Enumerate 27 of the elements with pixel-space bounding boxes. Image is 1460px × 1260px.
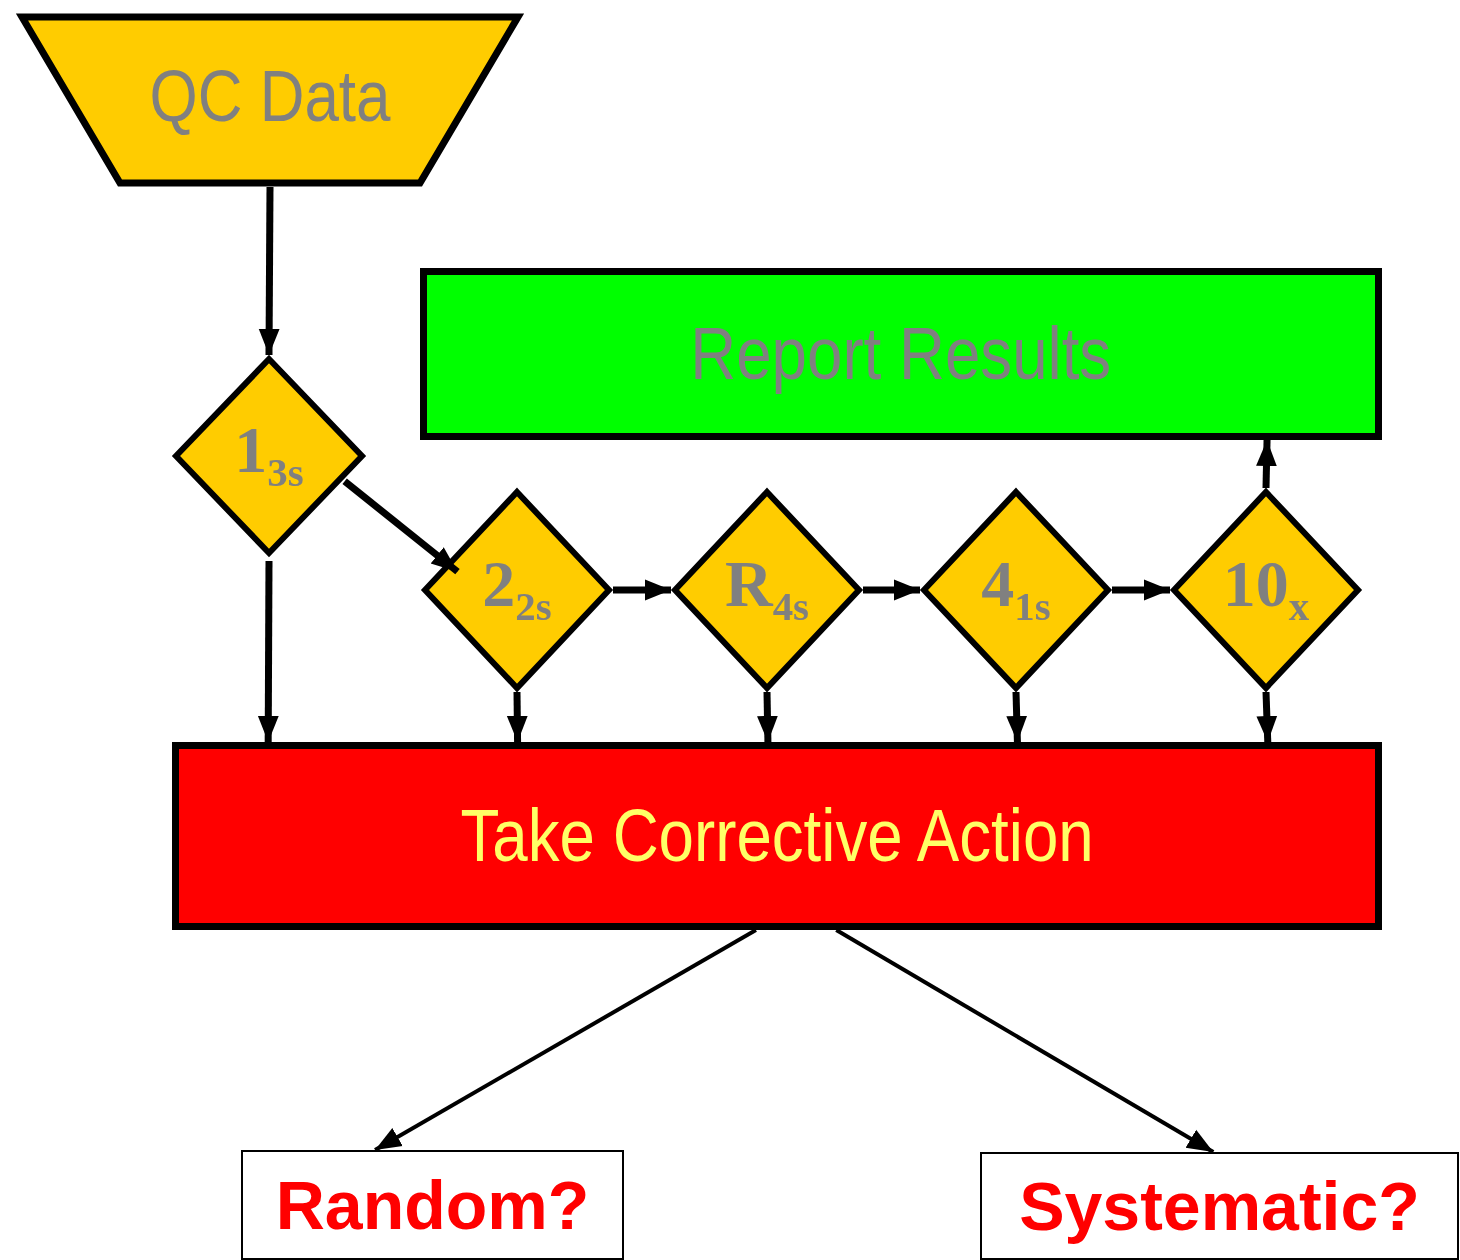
rule-label: R$_{4s}$ bbox=[724, 551, 809, 629]
decision-diamond bbox=[671, 488, 863, 692]
arrow bbox=[506, 691, 528, 743]
arrow bbox=[1256, 691, 1278, 743]
arrow bbox=[1006, 691, 1028, 743]
decision-diamond bbox=[920, 488, 1112, 692]
outcome-box bbox=[241, 1150, 624, 1260]
arrow bbox=[835, 928, 1215, 1154]
process-box bbox=[420, 268, 1382, 440]
decision-diamond bbox=[421, 488, 613, 692]
decision-diamond bbox=[1170, 488, 1362, 692]
arrow bbox=[757, 691, 778, 743]
process-box bbox=[172, 742, 1382, 930]
decision-diamond bbox=[172, 355, 366, 557]
rule-label: 4$_{1s}$ bbox=[981, 551, 1051, 629]
rule-label: 2$_{2s}$ bbox=[482, 551, 552, 629]
arrow bbox=[1256, 439, 1277, 489]
arrow bbox=[258, 186, 280, 356]
box-label: Random? bbox=[275, 1171, 590, 1239]
rule-label: 1$_{3s}$ bbox=[234, 417, 304, 495]
rule-label: 10$_{x}$ bbox=[1222, 551, 1310, 629]
input-trapezoid bbox=[18, 13, 522, 187]
box-label: Take Corrective Action bbox=[460, 799, 1094, 873]
arrow bbox=[374, 928, 757, 1152]
arrow bbox=[342, 478, 460, 575]
outcome-box bbox=[980, 1152, 1459, 1260]
input-label: QC Data bbox=[149, 60, 391, 138]
